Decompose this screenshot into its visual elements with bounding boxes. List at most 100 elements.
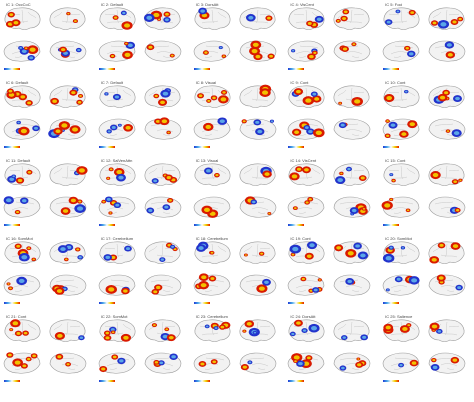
component-panel: IC 22: SomMot bbox=[95, 314, 189, 392]
brain-medial-view bbox=[239, 352, 276, 374]
component-panel: IC 16: SomMot bbox=[0, 236, 94, 314]
brain-medial-view bbox=[428, 352, 466, 374]
colorbar bbox=[383, 224, 400, 226]
colorbar bbox=[193, 146, 210, 148]
brain-medial-view bbox=[98, 40, 136, 62]
brain-medial-view bbox=[428, 118, 466, 140]
brain-medial-view bbox=[428, 40, 466, 62]
colorbar bbox=[4, 68, 20, 70]
component-title: IC 12: SalVenAttn bbox=[100, 158, 133, 163]
component-panel: IC 23: Cerebellum bbox=[190, 314, 284, 392]
brain-lateral-view bbox=[289, 163, 325, 186]
brain-lateral-view bbox=[428, 7, 465, 30]
colorbar bbox=[4, 380, 20, 382]
brain-lateral-view bbox=[428, 319, 465, 342]
colorbar bbox=[288, 302, 305, 304]
brain-lateral-view bbox=[194, 85, 230, 108]
colorbar bbox=[98, 68, 115, 70]
brain-lateral-view bbox=[4, 85, 41, 108]
component-panel: IC 1: OccCoC bbox=[0, 2, 94, 80]
brain-lateral-view bbox=[333, 85, 370, 108]
component-panel: IC 21: Cont bbox=[0, 314, 94, 392]
brain-medial-view bbox=[144, 352, 182, 374]
component-title: IC 9: Cont bbox=[290, 80, 309, 85]
brain-medial-view bbox=[334, 118, 371, 140]
brain-medial-view bbox=[193, 273, 230, 296]
brain-lateral-view bbox=[144, 85, 181, 108]
brain-lateral-view bbox=[289, 319, 325, 342]
brain-lateral-view bbox=[194, 7, 230, 30]
brain-lateral-view bbox=[144, 319, 181, 342]
brain-medial-view bbox=[239, 196, 276, 218]
component-panel: IC 13: Visual bbox=[190, 158, 284, 236]
component-title: IC 4: VisCent bbox=[290, 2, 314, 7]
brain-lateral-view bbox=[49, 241, 86, 264]
brain-medial-view bbox=[288, 352, 325, 374]
component-panel: IC 17: Cerebellum bbox=[95, 236, 189, 314]
component-title: IC 1: OccCoC bbox=[6, 2, 31, 7]
brain-lateral-view bbox=[99, 163, 136, 186]
brain-lateral-view bbox=[99, 241, 136, 264]
brain-medial-view bbox=[382, 352, 420, 374]
brain-medial-view bbox=[98, 196, 136, 218]
component-title: IC 24: DorsAtt bbox=[290, 314, 316, 319]
component-title: IC 7: Default bbox=[100, 80, 124, 85]
colorbar bbox=[383, 68, 400, 70]
brain-medial-view bbox=[288, 274, 325, 296]
component-panel: IC 5: Foci bbox=[379, 2, 473, 80]
brain-medial-view bbox=[239, 40, 276, 62]
brain-lateral-view bbox=[144, 163, 181, 186]
component-panel: IC 14: VisCent bbox=[284, 158, 378, 236]
colorbar bbox=[4, 224, 20, 226]
colorbar bbox=[288, 224, 305, 226]
brain-medial-view bbox=[428, 274, 466, 296]
component-panel: IC 3: DorsAtt bbox=[190, 2, 284, 80]
brain-medial-view bbox=[98, 352, 136, 374]
colorbar bbox=[98, 302, 115, 304]
colorbar bbox=[193, 68, 210, 70]
brain-medial-view bbox=[3, 118, 41, 140]
brain-medial-view bbox=[334, 352, 371, 374]
colorbar bbox=[383, 146, 400, 148]
colorbar bbox=[193, 224, 210, 226]
component-title: IC 8: Visual bbox=[195, 80, 216, 85]
component-title: IC 15: Cont bbox=[385, 158, 406, 163]
brain-lateral-view bbox=[428, 241, 465, 264]
brain-lateral-view bbox=[383, 241, 420, 264]
component-panel: IC 20: SomMot bbox=[379, 236, 473, 314]
brain-medial-view bbox=[144, 274, 182, 296]
brain-lateral-view bbox=[428, 85, 465, 108]
brain-lateral-view bbox=[144, 241, 181, 264]
component-title: IC 3: DorsAtt bbox=[195, 2, 219, 7]
brain-medial-view bbox=[49, 40, 87, 62]
component-panel: IC 9: Cont bbox=[284, 80, 378, 158]
colorbar bbox=[98, 380, 115, 382]
colorbar bbox=[288, 146, 305, 148]
brain-medial-view bbox=[334, 196, 371, 218]
brain-lateral-view bbox=[239, 7, 275, 30]
brain-medial-view bbox=[334, 40, 371, 62]
component-panel: IC 18: Cerebellum bbox=[190, 236, 284, 314]
brain-medial-view bbox=[288, 196, 325, 218]
brain-lateral-view bbox=[4, 163, 41, 186]
component-title: IC 19: Cont bbox=[290, 236, 311, 241]
colorbar bbox=[193, 380, 210, 382]
brain-lateral-view bbox=[239, 241, 275, 264]
component-title: IC 6: Default bbox=[6, 80, 29, 85]
component-title: IC 22: SomMot bbox=[100, 314, 128, 319]
component-title: IC 14: VisCent bbox=[290, 158, 317, 163]
brain-lateral-view bbox=[333, 163, 370, 186]
component-panel: IC 4: VisCent bbox=[284, 2, 378, 80]
brain-lateral-view bbox=[194, 241, 230, 264]
brain-medial-view bbox=[428, 196, 466, 218]
component-title: IC 18: Cerebellum bbox=[195, 236, 228, 241]
brain-lateral-view bbox=[239, 319, 275, 342]
brain-medial-view bbox=[49, 274, 87, 296]
brain-lateral-view bbox=[4, 241, 41, 264]
brain-medial-view bbox=[193, 117, 230, 140]
colorbar bbox=[193, 302, 210, 304]
component-panel: IC 24: DorsAtt bbox=[284, 314, 378, 392]
brain-medial-view bbox=[193, 196, 230, 218]
component-title: IC 10: Cont bbox=[385, 80, 406, 85]
